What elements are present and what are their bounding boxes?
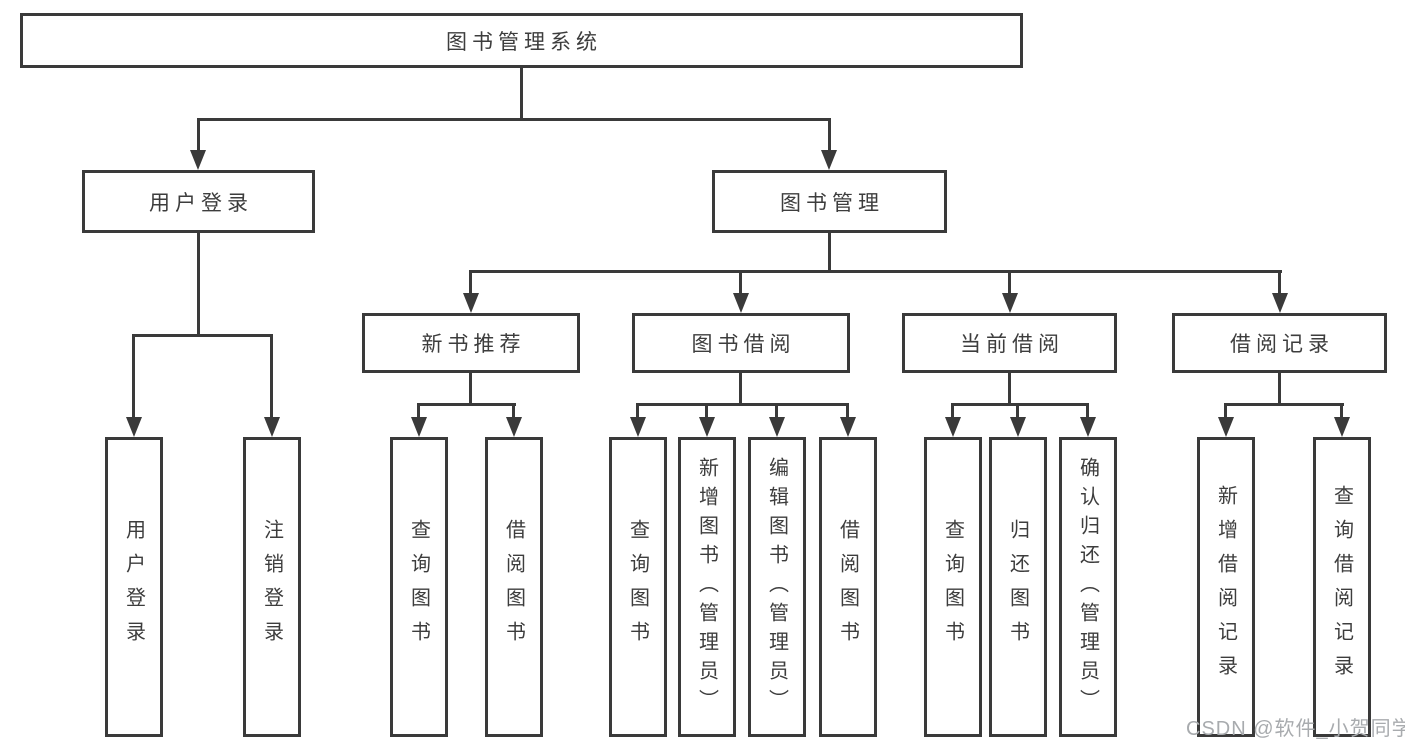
node-library-system: 图书管理系统 — [20, 13, 1023, 68]
leaf-borrow-books-borrowing: 借阅图书 — [819, 437, 877, 737]
leaf-return-book: 归还图书 — [989, 437, 1047, 737]
arrowhead-down — [699, 417, 715, 437]
connector-line — [132, 334, 135, 419]
csdn-watermark: CSDN @软件_小贺同学 — [1186, 718, 1405, 740]
connector-line — [846, 403, 849, 421]
connector-line — [828, 118, 831, 152]
connector-line — [739, 373, 742, 406]
arrowhead-down — [1272, 293, 1288, 313]
arrowhead-down — [190, 150, 206, 170]
connector-line — [469, 270, 472, 297]
connector-line — [951, 403, 1089, 406]
arrowhead-down — [463, 293, 479, 313]
connector-line — [417, 403, 420, 421]
node-book-borrowing: 图书借阅 — [632, 313, 850, 373]
arrowhead-down — [126, 417, 142, 437]
leaf-logout: 注销登录 — [243, 437, 301, 737]
arrowhead-down — [733, 293, 749, 313]
arrowhead-down — [821, 150, 837, 170]
connector-line — [1224, 403, 1227, 421]
arrowhead-down — [264, 417, 280, 437]
connector-line — [1086, 403, 1089, 421]
connector-line — [828, 233, 831, 273]
leaf-add-borrow-record: 新增借阅记录 — [1197, 437, 1255, 737]
connector-line — [636, 403, 849, 406]
connector-line — [197, 118, 200, 152]
arrowhead-down — [411, 417, 427, 437]
connector-line — [197, 118, 831, 121]
arrowhead-down — [769, 417, 785, 437]
connector-line — [739, 270, 742, 297]
connector-line — [520, 66, 523, 120]
leaf-borrow-books-recommend: 借阅图书 — [485, 437, 543, 737]
connector-line — [1008, 373, 1011, 406]
node-book-management: 图书管理 — [712, 170, 947, 233]
arrowhead-down — [945, 417, 961, 437]
node-current-borrowing: 当前借阅 — [902, 313, 1117, 373]
leaf-query-borrow-record: 查询借阅记录 — [1313, 437, 1371, 737]
arrowhead-down — [1002, 293, 1018, 313]
leaf-query-books-current: 查询图书 — [924, 437, 982, 737]
connector-line — [417, 403, 516, 406]
leaf-edit-book-admin: 编辑图书（管理员） — [748, 437, 806, 737]
connector-line — [469, 270, 1282, 273]
connector-line — [951, 403, 954, 421]
node-user-login: 用户登录 — [82, 170, 315, 233]
connector-line — [1224, 403, 1344, 406]
connector-line — [775, 403, 778, 421]
connector-line — [197, 233, 200, 337]
arrowhead-down — [630, 417, 646, 437]
arrowhead-down — [506, 417, 522, 437]
leaf-query-books-recommend: 查询图书 — [390, 437, 448, 737]
node-new-book-recommend: 新书推荐 — [362, 313, 580, 373]
arrowhead-down — [1334, 417, 1350, 437]
arrowhead-down — [1218, 417, 1234, 437]
arrowhead-down — [840, 417, 856, 437]
connector-line — [1008, 270, 1011, 297]
connector-line — [1278, 373, 1281, 406]
arrowhead-down — [1010, 417, 1026, 437]
leaf-user-login: 用户登录 — [105, 437, 163, 737]
leaf-add-book-admin: 新增图书（管理员） — [678, 437, 736, 737]
connector-line — [512, 403, 515, 421]
connector-line — [1340, 403, 1343, 421]
node-borrowing-records: 借阅记录 — [1172, 313, 1387, 373]
connector-line — [270, 334, 273, 419]
connector-line — [636, 403, 639, 421]
leaf-confirm-return-admin: 确认归还（管理员） — [1059, 437, 1117, 737]
leaf-query-books-borrowing: 查询图书 — [609, 437, 667, 737]
arrowhead-down — [1080, 417, 1096, 437]
connector-line — [132, 334, 273, 337]
connector-line — [1278, 270, 1281, 297]
connector-line — [705, 403, 708, 421]
connector-line — [469, 373, 472, 406]
connector-line — [1016, 403, 1019, 421]
